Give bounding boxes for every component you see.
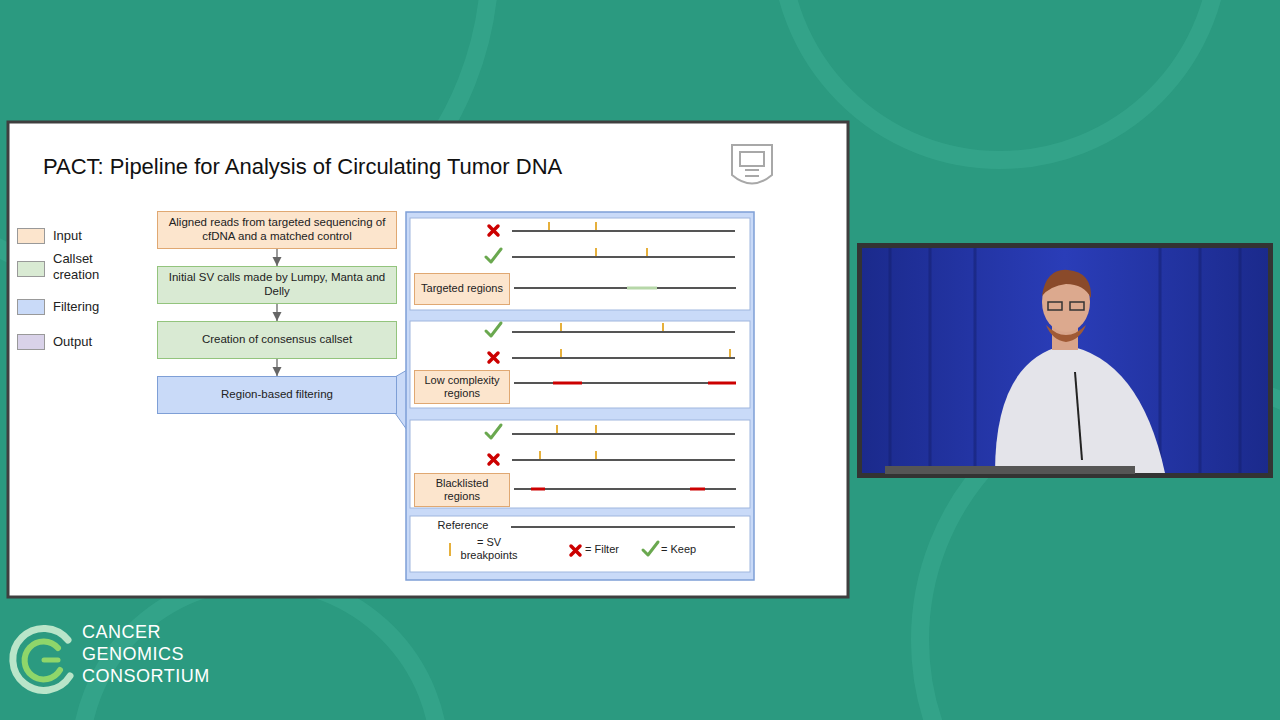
legend-text: Output <box>53 334 92 350</box>
box-text: Low complexity regions <box>421 374 503 400</box>
masked-region <box>531 383 736 489</box>
box-text: Blacklisted regions <box>421 477 503 503</box>
flow-arrow <box>276 359 277 376</box>
example-panel <box>410 218 750 310</box>
legend-swatch <box>17 299 45 315</box>
legend-text: Input <box>53 228 82 244</box>
region-label: Blacklisted regions <box>414 473 510 507</box>
example-panel <box>410 321 750 408</box>
targeted-region <box>627 287 657 290</box>
slide-title: PACT: Pipeline for Analysis of Circulati… <box>43 154 562 180</box>
box-text: Aligned reads from targeted sequencing o… <box>164 216 390 244</box>
legend-panel <box>410 516 750 572</box>
process-box: Creation of consensus callset <box>157 321 397 359</box>
legend-text: = Filter <box>585 543 619 556</box>
input-box: Aligned reads from targeted sequencing o… <box>157 211 397 249</box>
region-label: Low complexity regions <box>414 370 510 404</box>
curtain-folds <box>890 248 1240 473</box>
box-text: Region-based filtering <box>221 388 333 402</box>
flow-arrow <box>276 249 277 266</box>
example-panel <box>410 420 750 508</box>
consortium-name: CANCER GENOMICS CONSORTIUM <box>82 622 210 688</box>
university-crest <box>732 145 772 184</box>
legend-swatch <box>17 261 45 277</box>
filter-panel <box>406 212 754 580</box>
speaker-figure <box>885 270 1165 474</box>
slide-panel <box>8 122 848 597</box>
box-text: Targeted regions <box>421 282 503 295</box>
flow-arrow <box>276 304 277 321</box>
legend-text: Reference <box>424 519 502 532</box>
legend-text: Filtering <box>53 299 99 315</box>
legend-text: Callset creation <box>53 251 115 282</box>
consortium-logo <box>13 628 70 690</box>
keep-mark <box>486 249 658 555</box>
filter-box: Region-based filtering <box>157 376 397 414</box>
region-label: Targeted regions <box>414 273 510 305</box>
box-text: Initial SV calls made by Lumpy, Manta an… <box>164 271 390 299</box>
legend-text: = SV breakpoints <box>456 536 522 562</box>
legend-swatch <box>17 228 45 244</box>
video-curtain <box>862 248 1268 473</box>
process-box: Initial SV calls made by Lumpy, Manta an… <box>157 266 397 304</box>
legend-swatch <box>17 334 45 350</box>
video-frame <box>857 243 1273 478</box>
read-line <box>511 231 736 527</box>
box-text: Creation of consensus callset <box>202 333 352 347</box>
legend-text: = Keep <box>661 543 696 556</box>
